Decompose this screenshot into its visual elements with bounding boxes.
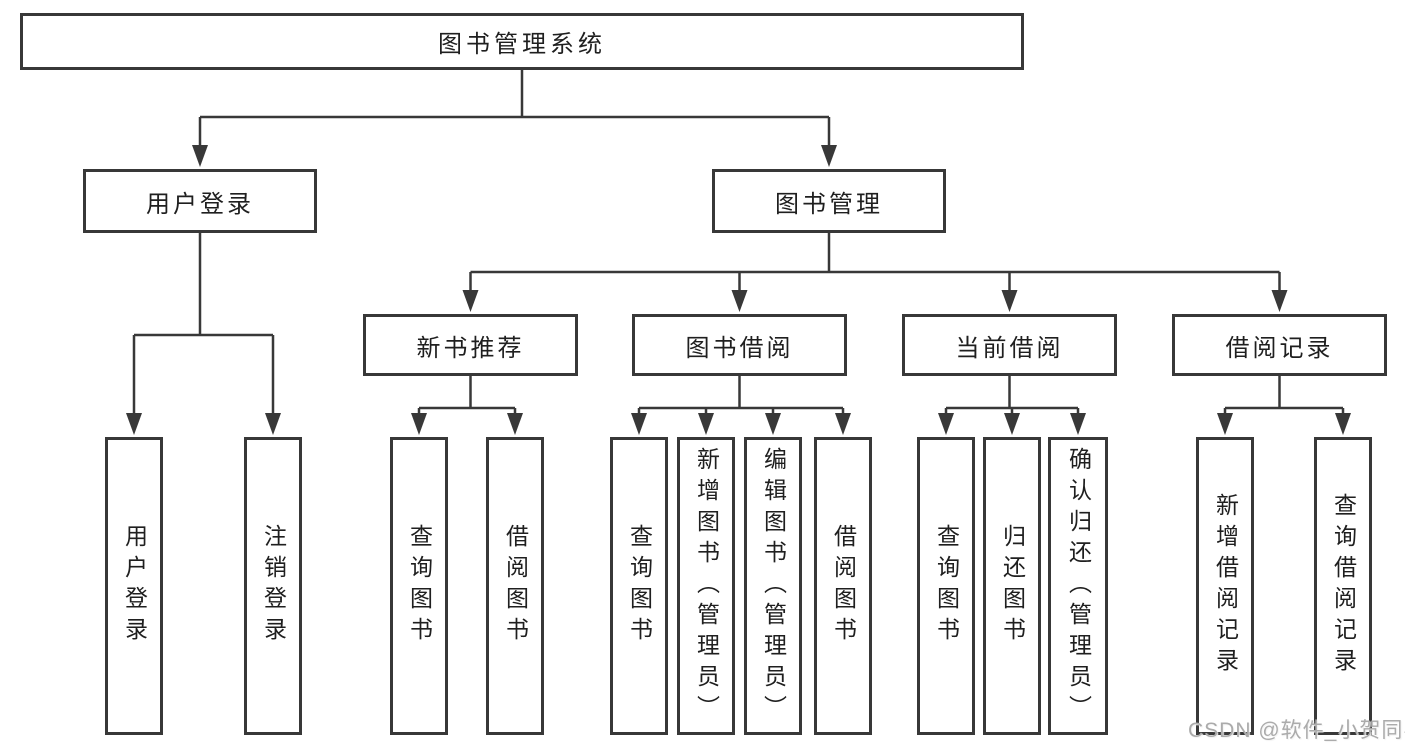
- watermark: CSDN @软件_小贺同学: [1188, 719, 1405, 742]
- node-current-borrowing: 当前借阅: [902, 314, 1117, 376]
- arrowheads: [126, 145, 1351, 435]
- leaf-borrow-books-recommend: 借阅图书: [486, 437, 544, 735]
- arrow-icon: [1004, 413, 1020, 435]
- node-new-book-recommendation-label: 新书推荐: [416, 334, 525, 362]
- arrow-icon: [126, 413, 142, 435]
- arrow-icon: [1001, 290, 1018, 312]
- node-book-management-label: 图书管理: [775, 190, 883, 218]
- leaf-query-books-recommend-label: 查询图书: [406, 524, 433, 648]
- leaf-add-borrow-record: 新增借阅记录: [1196, 437, 1254, 735]
- node-root: 图书管理系统: [20, 13, 1024, 70]
- node-current-borrowing-label: 当前借阅: [955, 334, 1064, 362]
- node-borrowing-records: 借阅记录: [1172, 314, 1387, 376]
- node-user-login-label: 用户登录: [146, 190, 254, 218]
- leaf-logout-label: 注销登录: [260, 524, 287, 648]
- arrow-icon: [507, 413, 523, 435]
- arrow-icon: [265, 413, 281, 435]
- leaf-confirm-return-admin: 确认归还（管理员）: [1048, 437, 1108, 735]
- arrow-icon: [821, 145, 837, 167]
- leaf-query-books-current-label: 查询图书: [933, 524, 960, 648]
- leaf-add-book-admin: 新增图书（管理员）: [677, 437, 735, 735]
- leaf-return-book: 归还图书: [983, 437, 1041, 735]
- arrow-icon: [765, 413, 781, 435]
- node-user-login: 用户登录: [83, 169, 317, 233]
- node-book-management: 图书管理: [712, 169, 946, 233]
- arrow-icon: [835, 413, 851, 435]
- leaf-add-borrow-record-label: 新增借阅记录: [1212, 493, 1239, 679]
- leaf-borrow-books-borrowing-label: 借阅图书: [830, 524, 857, 648]
- leaf-user-login: 用户登录: [105, 437, 163, 735]
- arrow-icon: [1217, 413, 1233, 435]
- node-book-borrowing: 图书借阅: [632, 314, 847, 376]
- leaf-query-books-borrowing-label: 查询图书: [626, 524, 653, 648]
- leaf-query-borrow-record: 查询借阅记录: [1314, 437, 1372, 735]
- leaf-add-book-admin-label: 新增图书（管理员）: [693, 446, 720, 726]
- leaf-query-books-borrowing: 查询图书: [610, 437, 668, 735]
- leaf-user-login-label: 用户登录: [121, 524, 148, 648]
- leaf-edit-book-admin-label: 编辑图书（管理员）: [760, 446, 787, 726]
- arrow-icon: [631, 413, 647, 435]
- node-root-label: 图书管理系统: [438, 31, 606, 58]
- arrow-icon: [411, 413, 427, 435]
- node-new-book-recommendation: 新书推荐: [363, 314, 578, 376]
- leaf-query-books-recommend: 查询图书: [390, 437, 448, 735]
- arrow-icon: [698, 413, 714, 435]
- arrow-icon: [1335, 413, 1351, 435]
- node-book-borrowing-label: 图书借阅: [685, 334, 794, 362]
- node-borrowing-records-label: 借阅记录: [1225, 334, 1334, 362]
- leaf-borrow-books-borrowing: 借阅图书: [814, 437, 872, 735]
- leaf-return-book-label: 归还图书: [999, 524, 1026, 648]
- leaf-query-borrow-record-label: 查询借阅记录: [1330, 493, 1357, 679]
- leaf-logout: 注销登录: [244, 437, 302, 735]
- arrow-icon: [1070, 413, 1086, 435]
- arrow-icon: [192, 145, 208, 167]
- arrow-icon: [462, 290, 479, 312]
- leaf-edit-book-admin: 编辑图书（管理员）: [744, 437, 802, 735]
- arrow-icon: [731, 290, 748, 312]
- arrow-icon: [1271, 290, 1288, 312]
- leaf-borrow-books-recommend-label: 借阅图书: [502, 524, 529, 648]
- leaf-query-books-current: 查询图书: [917, 437, 975, 735]
- leaf-confirm-return-admin-label: 确认归还（管理员）: [1065, 446, 1092, 726]
- arrow-icon: [938, 413, 954, 435]
